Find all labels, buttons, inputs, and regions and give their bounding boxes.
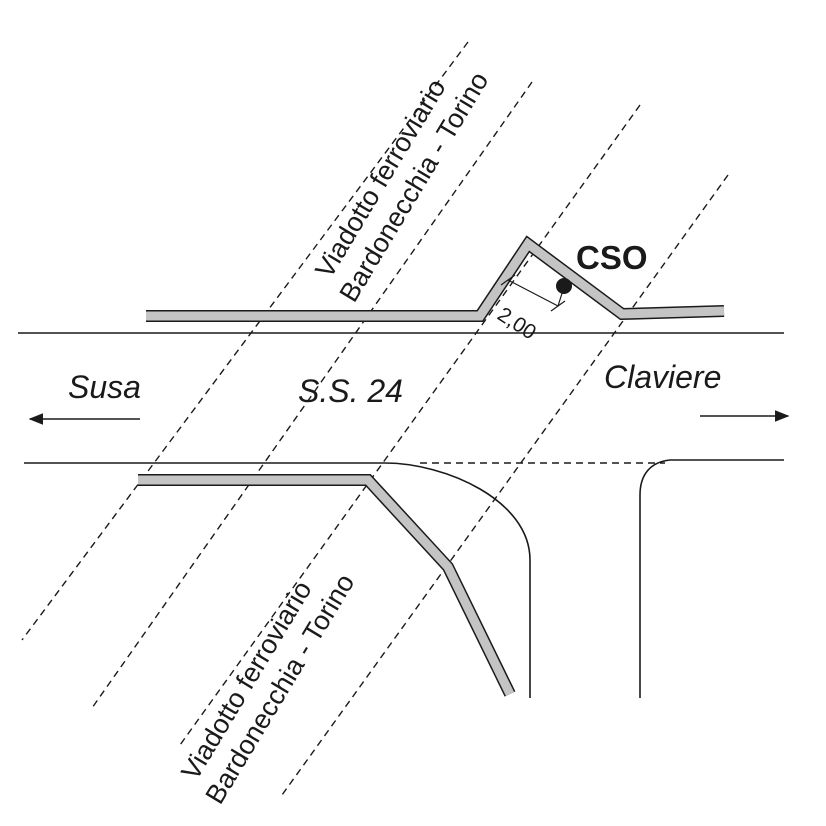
direction-right-label: Claviere <box>604 359 721 395</box>
viaduct-label-top: Viadotto ferroviario Bardonecchia - Tori… <box>309 67 494 307</box>
viaduct-line-4 <box>281 174 729 796</box>
road-label: S.S. 24 <box>298 373 403 409</box>
dimension-tick-1 <box>500 274 516 286</box>
viaduct-dashed-lines <box>21 41 729 796</box>
direction-left-label: Susa <box>68 369 141 405</box>
distance-label: 2,00 <box>493 303 540 345</box>
viaduct-label-bottom: Viadotto ferroviario Bardonecchia - Tori… <box>175 569 360 809</box>
cso-point <box>556 278 572 294</box>
viaduct-line-2 <box>91 81 533 709</box>
guard-barrier-north <box>146 235 725 322</box>
dimension-line <box>507 279 559 307</box>
guard-barrier-south <box>138 474 516 697</box>
direction-west: Susa <box>28 369 141 425</box>
cso-label: CSO <box>576 239 648 276</box>
road-edges <box>18 332 784 698</box>
road-south-edge-west <box>24 462 531 698</box>
direction-east: Claviere <box>604 359 790 422</box>
road-south-edge-east <box>639 459 784 698</box>
viaduct-line-1 <box>21 41 469 641</box>
